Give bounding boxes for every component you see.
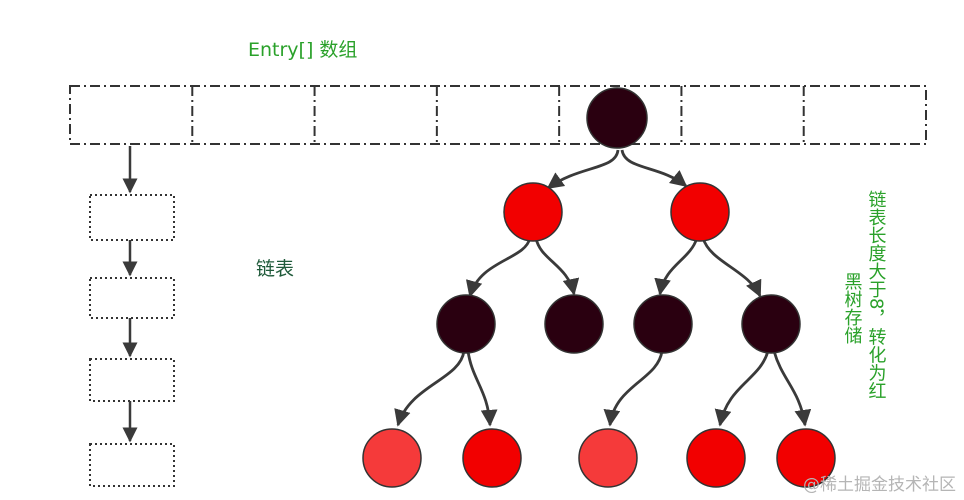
entry-array <box>69 85 927 145</box>
tree-edge <box>603 350 664 427</box>
list-node <box>89 194 175 241</box>
tree-edge <box>620 149 688 188</box>
tree-conversion-note: 链表长度大于8，转化为红 黑树存储 <box>842 190 887 400</box>
tree-node-light-red <box>578 428 638 488</box>
tree-note-line-1: 链表长度大于8，转化为红 <box>866 190 887 400</box>
tree-edge <box>714 350 770 427</box>
tree-edge <box>654 237 699 296</box>
tree-edge <box>465 237 532 298</box>
tree-node-black <box>586 87 648 149</box>
linked-list-label: 链表 <box>256 258 294 280</box>
linked-list <box>89 146 175 487</box>
array-title: Entry[] 数组 <box>248 39 357 61</box>
tree-edge <box>394 350 466 427</box>
list-node <box>89 358 175 402</box>
tree-node-red <box>462 428 522 488</box>
watermark-text: @稀土掘金技术社区 <box>803 475 956 495</box>
tree-node-black <box>436 294 496 354</box>
tree-edge <box>546 149 620 190</box>
tree-edge <box>701 237 762 298</box>
tree-edge <box>772 350 812 427</box>
red-black-tree <box>362 87 836 488</box>
tree-edge <box>534 237 580 296</box>
tree-node-black <box>741 294 801 354</box>
tree-node-black <box>544 294 604 354</box>
tree-node-red <box>503 182 563 242</box>
tree-edge <box>466 350 498 427</box>
tree-node-red <box>776 428 836 488</box>
list-node <box>89 443 175 487</box>
tree-node-light-red <box>362 428 422 488</box>
tree-node-red <box>670 182 730 242</box>
tree-note-line-2: 黑树存储 <box>842 272 863 344</box>
tree-edges <box>394 149 812 427</box>
tree-node-red <box>686 428 746 488</box>
tree-node-black <box>633 294 693 354</box>
list-node <box>89 277 175 319</box>
